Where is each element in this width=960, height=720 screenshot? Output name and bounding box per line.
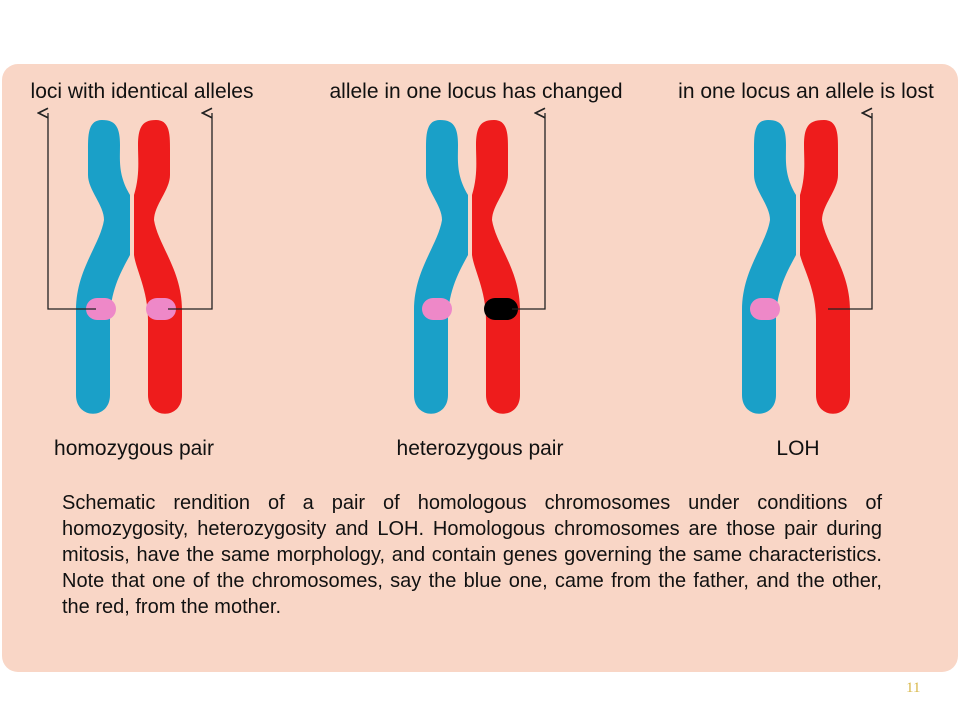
maternal-chromosome-1 — [134, 120, 182, 414]
label-heterozygous-pair: heterozygous pair — [396, 437, 564, 460]
allele-pink-blue-1 — [86, 298, 116, 320]
maternal-chromosome-2 — [472, 120, 520, 414]
label-allele-changed: allele in one locus has changed — [329, 80, 623, 103]
allele-changed-black — [484, 298, 518, 320]
locus-pointer-right — [168, 113, 213, 310]
paternal-chromosome-2 — [414, 120, 468, 414]
label-allele-lost: in one locus an allele is lost — [678, 80, 934, 103]
paternal-chromosome-1 — [76, 120, 130, 414]
locus-pointer-left — [48, 113, 96, 310]
allele-pink-red-1 — [146, 298, 176, 320]
allele-pink-blue-3 — [750, 298, 780, 320]
changed-locus-pointer — [512, 113, 546, 310]
figure-caption: Schematic rendition of a pair of homolog… — [62, 492, 882, 618]
label-homozygous-pair: homozygous pair — [54, 437, 214, 460]
homozygous-pair-group — [48, 113, 213, 414]
slide-number: 11 — [906, 680, 921, 696]
allele-pink-blue-2 — [422, 298, 452, 320]
label-identical-alleles: loci with identical alleles — [30, 80, 254, 103]
label-loh: LOH — [776, 437, 820, 460]
maternal-chromosome-3 — [800, 120, 850, 414]
loh-pair-group — [742, 113, 873, 414]
paternal-chromosome-3 — [742, 120, 796, 414]
heterozygous-pair-group — [414, 113, 546, 414]
lost-locus-pointer — [828, 113, 873, 310]
